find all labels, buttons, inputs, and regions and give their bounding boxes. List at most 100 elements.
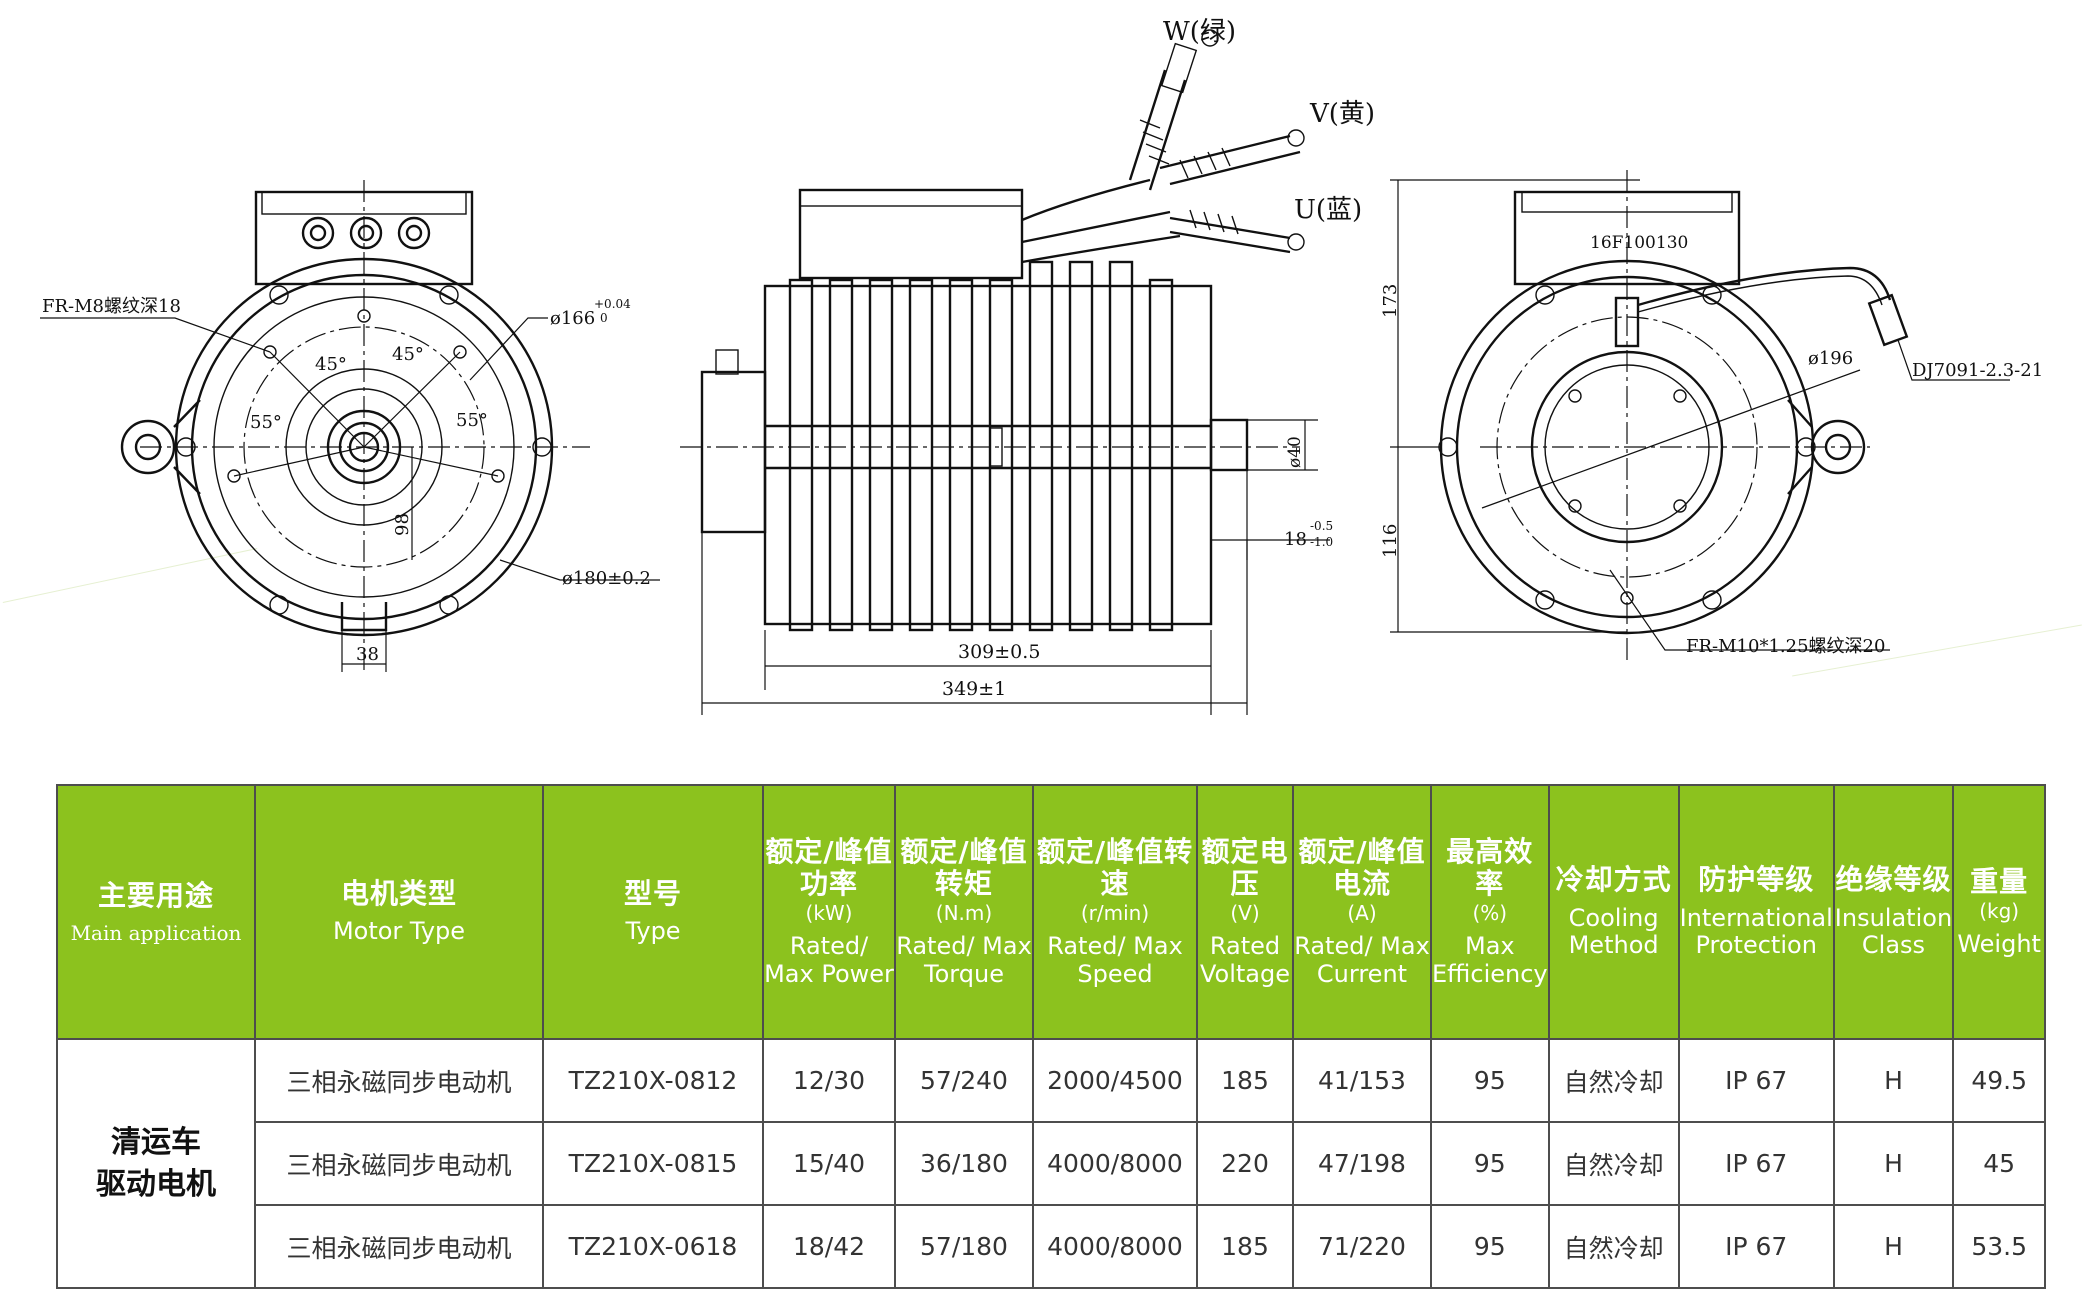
table-cell: TZ210X-0618 — [542, 1204, 764, 1289]
header-unit: (V) — [1230, 901, 1260, 926]
header-cell: 额定/峰值功率(kW) Rated/ Max Power — [762, 784, 896, 1040]
dia-166-tol-upper: +0.04 — [594, 297, 631, 311]
front-thread-label: FR-M8螺纹深18 — [42, 296, 181, 317]
header-unit: (A) — [1347, 901, 1377, 926]
header-cn: 额定/峰值电流 — [1298, 834, 1426, 900]
header-cn: 最高效率 — [1446, 834, 1534, 900]
table-cell: IP 67 — [1677, 1121, 1835, 1206]
header-unit: (kg) — [1979, 898, 2020, 923]
header-en: Main application — [70, 920, 242, 945]
header-en: Rated/ Max Torque — [896, 932, 1032, 988]
header-en: International Protection — [1679, 903, 1833, 960]
application-cell: 清运车驱动电机 — [56, 1038, 256, 1289]
header-cell: 额定/峰值转矩(N.m) Rated/ Max Torque — [894, 784, 1034, 1040]
table-cell: H — [1832, 1121, 1955, 1206]
header-en: Rated/ Max Power — [764, 932, 894, 988]
dia-180-label: ø180±0.2 — [562, 568, 651, 589]
header-cn: 冷却方式 — [1555, 863, 1672, 897]
header-cell: 额定电压(V) Rated Voltage — [1196, 784, 1294, 1040]
nameplate-label: 16F100130 — [1590, 233, 1688, 253]
table-cell: 自然冷却 — [1547, 1038, 1680, 1123]
table-cell: 三相永磁同步电动机 — [254, 1038, 544, 1123]
header-cn: 额定/峰值转矩 — [900, 834, 1028, 900]
header-en: Rated/ Max Speed — [1047, 932, 1183, 988]
motor-technical-drawing: FR-M8螺纹深18 ø166 +0.04 0 45° 45° 55° 55° … — [40, 17, 2043, 715]
table-cell: 45 — [1952, 1121, 2047, 1206]
wire-u-label: U(蓝) — [1294, 195, 1362, 225]
table-cell: 4000/8000 — [1032, 1204, 1198, 1289]
angle-45-right: 45° — [392, 344, 424, 365]
table-cell: 三相永磁同步电动机 — [254, 1121, 544, 1206]
header-en: Weight — [1957, 929, 2041, 958]
wire-v-label: V(黄) — [1309, 99, 1375, 129]
header-cn: 额定/峰值功率 — [765, 834, 893, 900]
header-en: Rated Voltage — [1199, 932, 1291, 988]
header-unit: (N.m) — [935, 901, 993, 926]
angle-55-left: 55° — [250, 412, 282, 433]
application-line: 清运车 — [111, 1124, 201, 1160]
angle-45-left: 45° — [315, 354, 347, 375]
header-unit: (kW) — [805, 901, 853, 926]
dia-196-label: ø196 — [1808, 348, 1853, 369]
table-cell: IP 67 — [1677, 1038, 1835, 1123]
header-cell: 额定/峰值转速(r/min) Rated/ Max Speed — [1032, 784, 1198, 1040]
application-line: 驱动电机 — [96, 1166, 216, 1202]
header-cell: 额定/峰值电流(A)Rated/ Max Current — [1292, 784, 1432, 1040]
table-cell: 18/42 — [762, 1204, 896, 1289]
table-cell: 71/220 — [1292, 1204, 1432, 1289]
rear-thread-label: FR-M10*1.25螺纹深20 — [1686, 636, 1885, 657]
header-cell: 主要用途 Main application — [56, 784, 256, 1040]
header-cn: 重量 — [1970, 864, 2029, 898]
header-cell: 最高效率(%) Max Efficiency — [1430, 784, 1550, 1040]
connector-label: DJ7091-2.3-21 — [1912, 360, 2043, 381]
header-en: Max Efficiency — [1432, 932, 1548, 988]
table-cell: 41/153 — [1292, 1038, 1432, 1123]
table-cell: 自然冷却 — [1547, 1121, 1680, 1206]
table-cell: 4000/8000 — [1032, 1121, 1198, 1206]
table-cell: 47/198 — [1292, 1121, 1432, 1206]
header-en: Cooling Method — [1568, 903, 1659, 960]
header-cn: 防护等级 — [1698, 863, 1815, 897]
dim-38-label: 38 — [356, 644, 379, 665]
header-en: Motor Type — [332, 917, 466, 946]
dim-98-label: 98 — [392, 513, 413, 536]
dim-309-label: 309±0.5 — [958, 641, 1040, 663]
header-unit: (%) — [1472, 901, 1508, 926]
header-cn: 电机类型 — [340, 877, 457, 911]
table-cell: 95 — [1430, 1121, 1550, 1206]
header-unit: (r/min) — [1080, 901, 1150, 926]
table-cell: 95 — [1430, 1204, 1550, 1289]
table-cell: 2000/4500 — [1032, 1038, 1198, 1123]
table-cell: H — [1832, 1204, 1955, 1289]
dia-40-label: ø40 — [1285, 436, 1305, 468]
table-cell: 95 — [1430, 1038, 1550, 1123]
header-cn: 绝缘等级 — [1835, 863, 1952, 897]
header-en: Insulation Class — [1834, 903, 1953, 960]
header-cell: 冷却方式 Cooling Method — [1547, 784, 1680, 1040]
table-cell: TZ210X-0812 — [542, 1038, 764, 1123]
header-cell: 绝缘等级 Insulation Class — [1832, 784, 1955, 1040]
dia-166-tol-lower: 0 — [600, 311, 608, 325]
table-cell: 36/180 — [894, 1121, 1034, 1206]
header-cell: 防护等级 International Protection — [1677, 784, 1835, 1040]
front-view: FR-M8螺纹深18 ø166 +0.04 0 45° 45° 55° 55° … — [40, 180, 660, 672]
table-cell: 三相永磁同步电动机 — [254, 1204, 544, 1289]
header-cn: 主要用途 — [97, 879, 214, 913]
table-cell: TZ210X-0815 — [542, 1121, 764, 1206]
dim-18-label: 18 — [1284, 529, 1307, 550]
table-cell: 57/240 — [894, 1038, 1034, 1123]
table-cell: H — [1832, 1038, 1955, 1123]
header-cn: 额定/峰值转速 — [1036, 834, 1194, 900]
dim-18-tol-upper: -0.5 — [1310, 519, 1333, 533]
header-cn: 型号 — [623, 877, 682, 911]
table-cell: 57/180 — [894, 1204, 1034, 1289]
dim-349-label: 349±1 — [942, 678, 1006, 700]
dim-173-label: 173 — [1380, 284, 1401, 318]
header-cn: 额定电压 — [1201, 834, 1289, 900]
dia-166-label: ø166 — [550, 308, 595, 329]
